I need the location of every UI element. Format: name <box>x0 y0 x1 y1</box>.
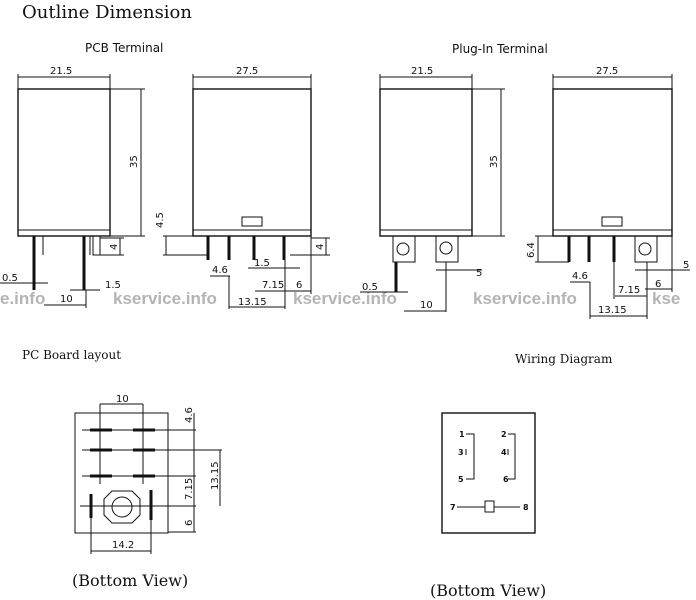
svg-text:7.15: 7.15 <box>618 285 640 296</box>
svg-text:8: 8 <box>523 503 529 512</box>
svg-text:35: 35 <box>129 155 140 168</box>
svg-text:4: 4 <box>315 244 326 250</box>
svg-text:27.5: 27.5 <box>236 66 258 77</box>
pcb-front-view: 27.5 4.5 4 4.6 1.5 7.15 6 13.15 <box>155 66 330 309</box>
svg-text:7: 7 <box>450 503 456 512</box>
svg-text:5: 5 <box>476 268 482 279</box>
svg-text:21.5: 21.5 <box>411 66 433 77</box>
svg-text:0.5: 0.5 <box>2 273 18 284</box>
pc-board-layout: 10 4.6 7.15 6 13.15 14.2 <box>74 394 222 554</box>
svg-text:10: 10 <box>116 394 129 405</box>
svg-text:6: 6 <box>655 279 661 290</box>
plugin-front-view: 27.5 6.4 5 4.6 7.15 6 13.15 <box>526 66 690 319</box>
svg-text:kservice.info: kservice.info <box>293 289 397 308</box>
svg-text:5: 5 <box>458 475 464 484</box>
svg-text:7.15: 7.15 <box>184 478 195 500</box>
svg-text:kservice.info: kservice.info <box>113 289 217 308</box>
watermark: e.info kservice.info kservice.info kserv… <box>0 289 680 308</box>
plugin-terminal-label: Plug-In Terminal <box>452 42 548 56</box>
svg-text:1.5: 1.5 <box>105 280 121 291</box>
svg-text:6: 6 <box>184 520 195 526</box>
svg-text:4.5: 4.5 <box>155 212 166 228</box>
svg-text:1: 1 <box>459 430 465 439</box>
svg-text:14.2: 14.2 <box>112 540 134 551</box>
svg-text:e.info: e.info <box>0 289 45 308</box>
wiring-diagram: 1 2 3 4 5 6 7 8 <box>441 412 536 534</box>
svg-text:13.15: 13.15 <box>598 305 627 316</box>
wiring-diagram-label: Wiring Diagram <box>515 352 613 366</box>
svg-text:kservice.info: kservice.info <box>473 289 577 308</box>
svg-text:6.4: 6.4 <box>526 242 537 258</box>
pc-board-layout-label: PC Board layout <box>22 348 121 362</box>
svg-text:4: 4 <box>501 448 507 457</box>
pcb-terminal-label: PCB Terminal <box>85 41 163 55</box>
plugin-side-view: 21.5 35 5 0.5 10 <box>360 66 505 312</box>
svg-text:13.15: 13.15 <box>210 461 221 490</box>
svg-text:10: 10 <box>60 294 73 305</box>
wiring-bottom-view-caption: (Bottom View) <box>430 581 546 600</box>
svg-text:13.15: 13.15 <box>238 297 267 308</box>
svg-text:3: 3 <box>458 448 464 457</box>
board-bottom-view-caption: (Bottom View) <box>72 571 188 590</box>
svg-text:2: 2 <box>501 430 507 439</box>
svg-text:4: 4 <box>109 244 120 250</box>
svg-text:4.6: 4.6 <box>212 265 228 276</box>
coil-icon <box>484 500 495 513</box>
svg-text:4.6: 4.6 <box>572 271 588 282</box>
page-title: Outline Dimension <box>22 2 192 23</box>
hex-mount-icon <box>103 490 141 524</box>
svg-text:4.6: 4.6 <box>184 407 195 423</box>
svg-text:35: 35 <box>489 155 500 168</box>
svg-text:6: 6 <box>503 475 509 484</box>
svg-text:1.5: 1.5 <box>254 258 270 269</box>
svg-text:kse: kse <box>652 289 680 308</box>
svg-text:5: 5 <box>683 260 689 271</box>
svg-text:27.5: 27.5 <box>596 66 618 77</box>
svg-text:7.15: 7.15 <box>262 280 284 291</box>
svg-text:0.5: 0.5 <box>362 282 378 293</box>
svg-text:21.5: 21.5 <box>50 66 72 77</box>
pcb-side-view: 21.5 35 4 0.5 1.5 10 <box>0 66 145 308</box>
svg-text:10: 10 <box>420 300 433 311</box>
svg-text:6: 6 <box>296 280 302 291</box>
